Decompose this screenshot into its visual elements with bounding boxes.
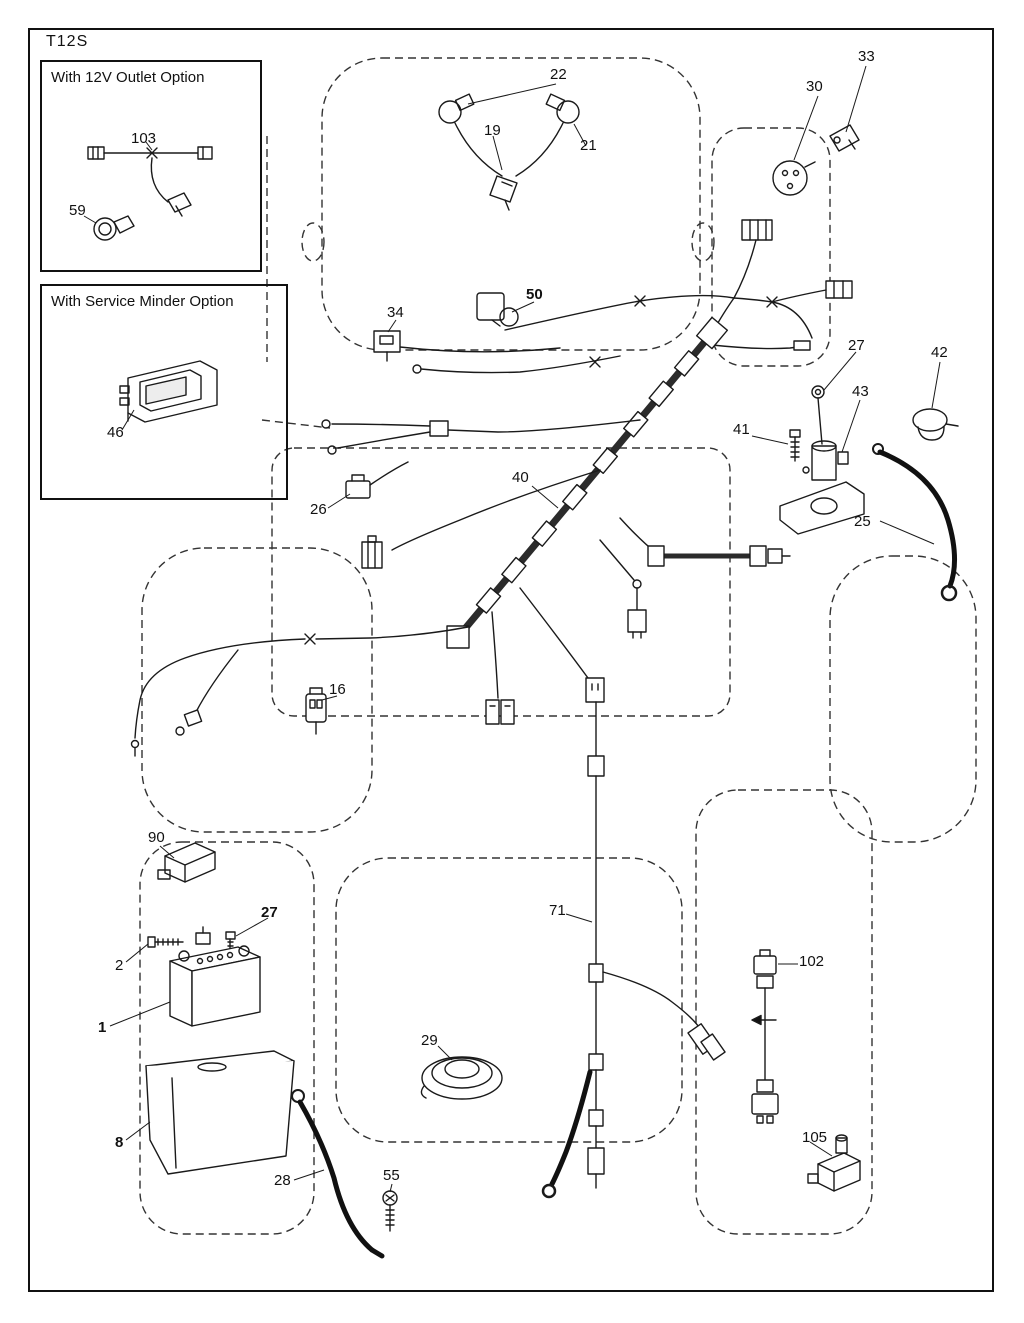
page-border (28, 28, 994, 1292)
switch-105 (807, 1134, 861, 1192)
callout-1: 1 (98, 1019, 107, 1036)
connector-16 (305, 687, 327, 735)
branch-hanging-connector (599, 539, 647, 639)
branch-connector-pair (485, 611, 515, 725)
harness-71 (519, 587, 726, 1199)
branch-right-harness (619, 517, 791, 567)
callout-16: 16 (329, 681, 346, 698)
plunger-switch-50 (476, 292, 519, 327)
callout-105: 105 (802, 1129, 828, 1146)
callout-55: 55 (383, 1167, 400, 1184)
battery-box (145, 1050, 295, 1175)
terminal-boot-42 (912, 408, 959, 441)
inset-service-minder-option: With Service Minder Option (40, 284, 288, 500)
callout-71: 71 (549, 902, 566, 919)
inset-12v-art (87, 146, 213, 241)
ignition-key (829, 124, 860, 152)
callout-103: 103 (131, 130, 157, 147)
battery-cable-25 (872, 443, 958, 602)
callout-28: 28 (274, 1172, 291, 1189)
callout-29: 29 (421, 1032, 438, 1049)
callout-19: 19 (484, 122, 501, 139)
callout-25: 25 (854, 513, 871, 530)
leader-lines (83, 65, 941, 1193)
callout-34: 34 (387, 304, 404, 321)
callout-27-top: 27 (848, 337, 865, 354)
inset-service-minder-title: With Service Minder Option (51, 293, 234, 310)
callout-2: 2 (115, 957, 124, 974)
interlock-switch-34 (373, 330, 401, 362)
callout-41: 41 (733, 421, 750, 438)
callout-21: 21 (580, 137, 597, 154)
callout-42: 42 (931, 344, 948, 361)
page-title: T12S (46, 33, 89, 50)
main-harness (446, 297, 735, 649)
ignition-switch (772, 160, 816, 196)
branch-ring-terminals (321, 419, 641, 455)
headlight-harness (438, 93, 580, 211)
callout-90: 90 (148, 829, 165, 846)
callout-46: 46 (107, 424, 124, 441)
bolt-41 (789, 429, 801, 462)
inset-12v-title: With 12V Outlet Option (51, 69, 205, 86)
ground-cable-28 (291, 1089, 385, 1259)
callout-30: 30 (806, 78, 823, 95)
inset-service-minder-art (119, 360, 218, 423)
relay-90 (157, 842, 216, 883)
callout-27-battery: 27 (261, 904, 278, 921)
branch-ground-wire (130, 626, 469, 757)
branch-connector-left (361, 469, 601, 569)
callout-102: 102 (799, 953, 825, 970)
diagram-parts (87, 93, 959, 1259)
nut-27 (811, 385, 825, 445)
upper-wiring (399, 280, 853, 374)
callout-59: 59 (69, 202, 86, 219)
callout-8: 8 (115, 1134, 124, 1151)
callout-50: 50 (526, 286, 543, 303)
callout-22: 22 (550, 66, 567, 83)
callout-40: 40 (512, 469, 529, 486)
inset-12v-outlet-option: With 12V Outlet Option (40, 60, 262, 272)
callout-43: 43 (852, 383, 869, 400)
horn (420, 1056, 503, 1100)
callout-33: 33 (858, 48, 875, 65)
callout-26: 26 (310, 501, 327, 518)
fuse-26 (345, 461, 409, 499)
connector-102 (751, 949, 779, 1124)
battery (169, 945, 261, 1027)
starter-solenoid (779, 440, 865, 535)
dash-connector (733, 219, 773, 299)
